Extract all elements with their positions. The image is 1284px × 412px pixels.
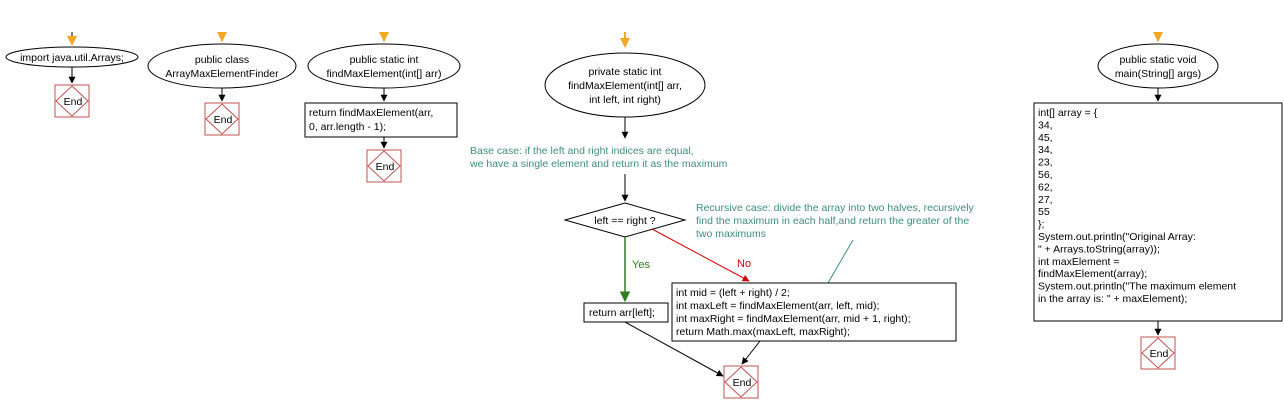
end-diamond-icon [55, 85, 89, 117]
process-recursive-line-1: int mid = (left + right) / 2; [676, 287, 790, 299]
main-body-line: System.out.println("The maximum element [1038, 281, 1236, 293]
main-body-line: in the array is: " + maxElement); [1038, 293, 1187, 305]
end-node-main[interactable] [1140, 336, 1176, 370]
start-node-class-label-2: ArrayMaxElementFinder [165, 68, 279, 80]
edge-no-branch [651, 228, 750, 282]
flow-imports: import java.util.Arrays; End [5, 32, 139, 118]
start-node-imports-label: import java.util.Arrays; [20, 52, 124, 64]
main-body-line: 62, [1038, 181, 1053, 193]
start-node-private-find-label-3: int left, int right) [589, 94, 661, 106]
flow-private-find: private static int findMaxElement(int[] … [469, 32, 975, 399]
start-node-class[interactable] [147, 43, 297, 89]
start-node-main-label-2: main(String[] args) [1115, 68, 1201, 80]
main-body-line: findMaxElement(array); [1038, 268, 1147, 280]
no-branch-label: No [737, 258, 751, 270]
start-node-main-label-1: public static void [1119, 54, 1196, 66]
end-node-private-find-label: End [733, 377, 752, 389]
end-node-public-find[interactable] [366, 149, 402, 183]
start-node-private-find-label-2: findMaxElement(int[] arr, [568, 80, 682, 92]
main-body-line: 45, [1038, 132, 1053, 144]
yes-branch-label: Yes [632, 259, 650, 271]
start-arrowhead-icon [620, 38, 630, 48]
end-node-class-label: End [214, 114, 233, 126]
start-node-public-find-label-2: findMaxElement(int[] arr) [327, 68, 442, 80]
base-case-comment-line-2: we have a single element and return it a… [469, 158, 728, 170]
process-main-body[interactable] [1033, 102, 1283, 322]
main-body-line: " + Arrays.toString(array)); [1038, 243, 1160, 255]
start-arrowhead-icon [1153, 32, 1163, 42]
main-body-line: }; [1038, 219, 1044, 231]
main-body-line: System.out.println("Original Array: [1038, 231, 1196, 243]
main-body-line: 55 [1038, 206, 1050, 218]
main-body-code: int[] array = { 34, 45, 34, 23, 56, 62, … [1038, 107, 1236, 305]
start-node-public-find[interactable] [307, 43, 461, 89]
flow-class-decl: public class ArrayMaxElementFinder End [147, 32, 297, 136]
process-public-find[interactable] [304, 102, 458, 138]
process-return-arr-left-label: return arr[left]; [589, 307, 655, 319]
end-node-private-find[interactable] [723, 365, 759, 399]
start-node-public-find-label-1: public static int [350, 54, 419, 66]
main-body-line: 23, [1038, 157, 1053, 169]
process-public-find-line-2: 0, arr.length - 1); [309, 121, 386, 133]
main-body-line: 27, [1038, 194, 1053, 206]
process-recursive-line-3: int maxRight = findMaxElement(arr, mid +… [676, 313, 911, 325]
end-node-imports[interactable] [54, 84, 90, 118]
start-node-main[interactable] [1097, 43, 1219, 89]
start-node-private-find-label-1: private static int [589, 66, 662, 78]
main-body-line: int[] array = { [1038, 107, 1098, 119]
end-node-main-label: End [1150, 348, 1169, 360]
comment-connector [827, 239, 854, 284]
start-node-class-label-1: public class [195, 54, 249, 66]
flow-main: public static void main(String[] args) i… [1033, 32, 1283, 370]
end-node-class[interactable] [204, 102, 240, 136]
edge-no-to-end [741, 340, 761, 365]
start-arrowhead-icon [379, 32, 389, 42]
end-diamond-icon [724, 366, 758, 398]
recursive-case-comment-line-3: two maximums [696, 228, 766, 240]
flow-public-find: public static int findMaxElement(int[] a… [304, 32, 461, 183]
process-recursive-line-4: return Math.max(maxLeft, maxRight); [676, 326, 850, 338]
process-public-find-line-1: return findMaxElement(arr, [309, 107, 433, 119]
edge-yes-to-end [624, 321, 724, 377]
recursive-case-comment-line-2: find the maximum in each half,and return… [696, 215, 969, 227]
start-arrowhead-icon [67, 36, 77, 46]
main-body-line: int maxElement = [1038, 256, 1119, 268]
recursive-case-comment-line-1: Recursive case: divide the array into tw… [696, 202, 975, 214]
main-body-line: 34, [1038, 144, 1053, 156]
end-diamond-icon [1141, 337, 1175, 369]
main-body-line: 34, [1038, 119, 1053, 131]
end-node-imports-label: End [64, 96, 83, 108]
start-arrowhead-icon [217, 32, 227, 42]
process-recursive-line-2: int maxLeft = findMaxElement(arr, left, … [676, 300, 879, 312]
base-case-comment-line-1: Base case: if the left and right indices… [470, 145, 694, 157]
end-diamond-icon [367, 150, 401, 182]
end-diamond-icon [205, 103, 239, 135]
process-recursive-case[interactable] [671, 282, 957, 342]
decision-label: left == right ? [594, 215, 655, 227]
main-body-line: 56, [1038, 169, 1053, 181]
end-node-public-find-label: End [376, 161, 395, 173]
